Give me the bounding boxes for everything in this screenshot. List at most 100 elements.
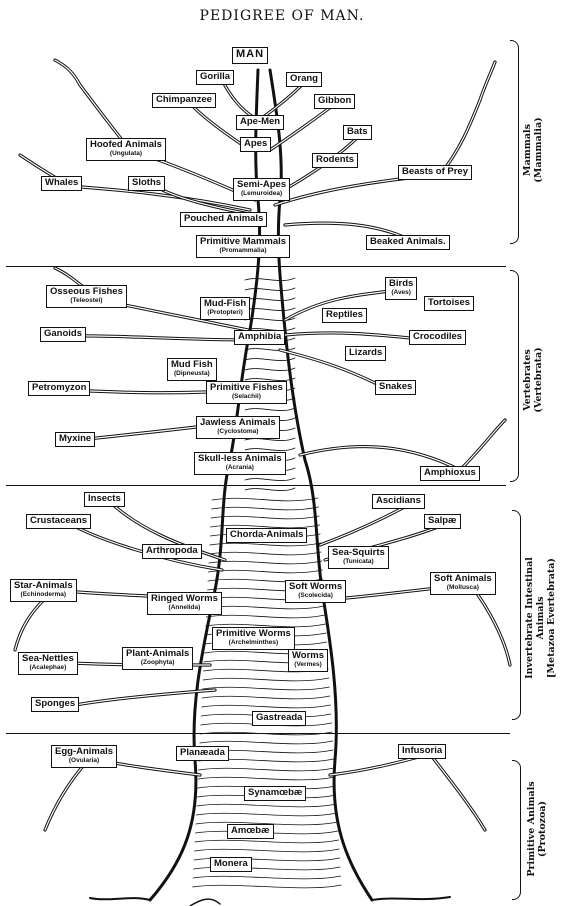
node-myxine: Myxine	[55, 432, 96, 447]
bark-hatch	[205, 623, 326, 628]
node-jawless: Jawless Animals(Cyclostoma)	[196, 416, 280, 439]
group-label-primitive: Primitive Animals (Protozoa)	[526, 769, 555, 889]
bark-hatch	[193, 866, 341, 871]
node-orang: Orang	[286, 72, 322, 87]
bark-hatch	[202, 677, 330, 682]
node-snakes: Snakes	[375, 380, 417, 395]
twig-inner	[469, 583, 511, 666]
node-gibbon: Gibbon	[314, 94, 356, 109]
bark-hatch	[192, 884, 342, 889]
node-primitive-fishes: Primitive Fishes(Selachii)	[206, 381, 287, 404]
twig-inner	[439, 61, 496, 176]
group-label-vertebrates: Vertebrates (Vertebrata)	[522, 330, 553, 430]
node-ringed-worms: Ringed Worms(Annelida)	[147, 592, 222, 615]
node-ganoids: Ganoids	[40, 327, 87, 342]
bark-hatch	[193, 857, 340, 862]
branch-crustaceans-inner	[69, 523, 223, 571]
node-semi-apes: Semi-Apes(Lemuroidea)	[233, 178, 291, 201]
page-title: PEDIGREE OF MAN.	[199, 8, 365, 24]
bark-hatch	[195, 821, 338, 826]
node-ascidians: Ascidians	[372, 494, 425, 509]
bark-hatch	[201, 695, 331, 700]
node-sloths: Sloths	[128, 176, 166, 191]
node-soft-worms: Soft Worms(Scolecida)	[285, 580, 347, 603]
bark-hatch	[244, 367, 296, 371]
branch-birds-inner	[284, 289, 401, 321]
branch-ganoids-inner	[69, 335, 253, 341]
group-sub: (Mammalia)	[532, 117, 544, 183]
node-sea-squirts: Sea-Squirts(Tunicata)	[328, 546, 389, 569]
bark-hatch	[209, 542, 322, 547]
node-star-animals: Star-Animals(Echinoderma)	[10, 579, 77, 602]
node-chorda: Chorda-Animals	[226, 528, 308, 543]
branch-whales-inner	[69, 185, 251, 211]
bark-hatch	[196, 803, 337, 808]
group-line: (Protozoa)	[536, 800, 548, 858]
branch-insects-inner	[109, 501, 226, 561]
node-sea-nettles: Sea-Nettles(Acalephae)	[18, 652, 78, 675]
branch-sponges-inner	[69, 689, 216, 707]
bark-hatch	[244, 377, 296, 381]
group-line: [Metazoa Evertebrata)	[545, 558, 557, 678]
bark-hatch	[244, 297, 296, 301]
root	[371, 896, 451, 901]
section-divider-protozoa	[6, 733, 510, 734]
node-egg-animals: Egg-Animals(Ovularia)	[51, 745, 118, 768]
node-bats: Bats	[343, 125, 372, 140]
node-salpae: Salpæ	[424, 514, 461, 529]
bark-hatch	[210, 524, 321, 529]
bracket-primitive	[512, 760, 521, 900]
branch-amphioxus-inner	[299, 445, 461, 471]
node-mud-fish-protopteri: Mud-Fish(Protopteri)	[200, 297, 251, 320]
bark-hatch	[244, 477, 296, 481]
bark-hatch	[208, 560, 323, 565]
twig	[438, 60, 497, 177]
root	[89, 897, 151, 901]
node-arthropods: Arthropoda	[142, 544, 202, 559]
node-primitive-mammals: Primitive Mammals(Promammalia)	[196, 235, 291, 258]
node-reptiles: Reptiles	[322, 308, 367, 323]
node-crustaceans: Crustaceans	[26, 514, 92, 529]
bark-hatch	[244, 487, 296, 491]
bark-hatch	[244, 347, 296, 351]
node-hoofed: Hoofed Animals(Ungulata)	[86, 138, 166, 161]
node-whales: Whales	[41, 176, 83, 191]
node-apes: Apes	[240, 137, 272, 152]
bark-hatch	[195, 812, 338, 817]
bark-hatch	[206, 605, 325, 610]
node-beaked: Beaked Animals.	[366, 235, 450, 250]
branch-gorilla	[220, 78, 260, 122]
node-worms: Worms(Vermes)	[288, 649, 329, 672]
node-soft-animals: Soft Animals(Mollusca)	[430, 572, 496, 595]
bark-hatch	[199, 740, 333, 745]
bark-hatch	[244, 437, 296, 441]
node-man: MAN	[232, 47, 269, 64]
bark-hatch	[192, 875, 342, 880]
node-skull-less: Skull-less Animals(Acrania)	[194, 452, 286, 475]
node-sponges: Sponges	[31, 697, 80, 712]
node-beasts-of-prey: Beasts of Prey	[398, 165, 473, 180]
node-ape-men: Ape-Men	[236, 115, 285, 130]
bark-hatch	[202, 686, 330, 691]
twig-inner	[429, 753, 486, 831]
node-infusoria: Infusoria	[398, 744, 447, 759]
root	[189, 898, 221, 906]
node-gorilla: Gorilla	[196, 70, 235, 85]
node-gastraeada: Gastreada	[252, 711, 307, 726]
group-label-invertebrates: Invertebrate Intestinal Animals [Metazoa…	[524, 528, 564, 708]
branch-snakes-inner	[279, 349, 386, 389]
bark-hatch	[205, 614, 326, 619]
bark-hatch	[201, 704, 331, 709]
bark-hatch	[211, 497, 319, 502]
group-sub: (Vertebrata)	[532, 347, 544, 413]
node-amphioxus: Amphioxus	[420, 466, 480, 481]
bark-hatch	[244, 407, 296, 411]
bark-hatch	[197, 776, 336, 781]
section-divider-vertebrates	[6, 266, 506, 267]
bark-hatch	[244, 447, 296, 451]
node-petromyzon: Petromyzon	[28, 381, 91, 396]
bark-hatch	[244, 357, 296, 361]
node-amoebae: Amœbæ	[227, 824, 274, 839]
bracket-vertebrates	[510, 270, 519, 482]
